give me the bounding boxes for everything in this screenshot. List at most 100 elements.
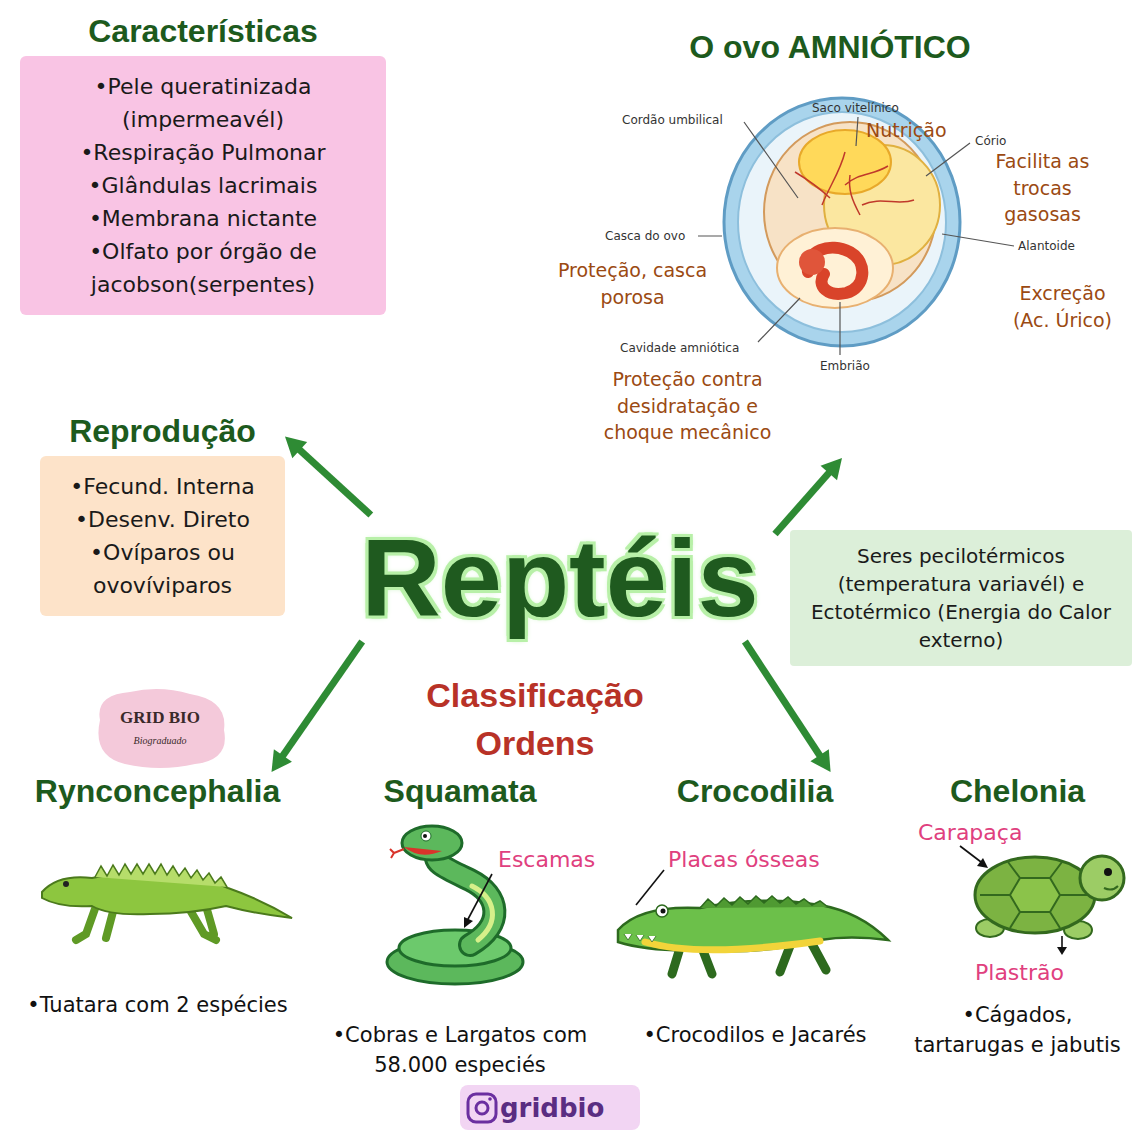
- thermoregulation-box: Seres pecilotérmicos (temperatura variav…: [790, 530, 1132, 666]
- order-heading: Rynconcephalia: [15, 772, 300, 810]
- annotation-label: Cavidade amniótica: [620, 340, 739, 357]
- turtle-figure: [980, 862, 1093, 928]
- amniotic-egg: [738, 112, 946, 332]
- pointer-arrows: [464, 917, 473, 928]
- annotation-label: Carapaça: [918, 818, 1022, 849]
- crocodile-figure: [645, 941, 820, 950]
- snake-figure: [423, 834, 427, 838]
- annotation-label: Biograduado: [100, 734, 220, 748]
- order-node: Crocodilia •Crocodilos e Jacarés: [615, 772, 895, 1051]
- crocodile-figure: [618, 901, 888, 952]
- annotation-label: Classificação Ordens: [395, 672, 675, 767]
- pointer-arrows: [464, 846, 1067, 955]
- annotation-label: Proteção, casca porosa: [535, 257, 730, 310]
- order-description: •Crocodilos e Jacarés: [615, 1021, 895, 1050]
- connector-line: [298, 449, 371, 515]
- crocodile-figure: [624, 934, 656, 942]
- annotation-label: Cordão umbilical: [622, 112, 723, 129]
- connector-arrow: [285, 437, 371, 515]
- logo-badge: [98, 689, 224, 768]
- order-node: Rynconcephalia •Tuatara com 2 espécies: [15, 772, 300, 1021]
- tuatara-figure: [63, 881, 69, 887]
- box-heading: Características: [20, 12, 386, 50]
- turtle-figure: [1080, 856, 1124, 900]
- order-description: •Cágados, tartarugas e jabutis: [905, 1001, 1130, 1060]
- content-box: •Pele queratinizada (impermeavél)•Respir…: [20, 56, 386, 315]
- order-description: •Tuatara com 2 espécies: [15, 991, 300, 1020]
- annotation-label: gridbio: [500, 1090, 604, 1126]
- order-heading: Crocodilia: [615, 772, 895, 810]
- order-description: •Cobras e Largatos com 58.000 especiés: [310, 1021, 610, 1080]
- instagram-badge: [488, 1097, 492, 1101]
- annotation-label: Placas ósseas: [668, 845, 820, 876]
- central-title: Reptéis: [345, 515, 775, 642]
- annotation-label: Plastrão: [975, 958, 1064, 989]
- connector-line: [282, 642, 362, 758]
- arrow-head: [285, 437, 307, 459]
- pointer-arrows: [960, 846, 981, 862]
- turtle-figure: [975, 857, 1095, 933]
- annotation-label: Casca do ovo: [605, 228, 685, 245]
- arrow-head: [810, 749, 830, 772]
- bullet-item: •Ovíparos ou ovovíviparos: [52, 536, 273, 602]
- bullet-item: •Fecund. Interna: [52, 470, 273, 503]
- amniotic-egg: [777, 228, 893, 308]
- bullet-item: •Membrana nictante: [32, 202, 374, 235]
- box-text: Seres pecilotérmicos (temperatura variav…: [800, 542, 1122, 654]
- egg-leader-lines: [698, 117, 1014, 355]
- connector-line: [775, 472, 830, 534]
- connector-arrow: [775, 458, 842, 534]
- snake-figure: [404, 847, 442, 855]
- crocodile-figure: [661, 909, 666, 914]
- bullet-item: •Respiração Pulmonar: [32, 136, 374, 169]
- instagram-badge: [460, 1085, 640, 1130]
- arrow-head: [272, 749, 292, 772]
- snake-figure: [472, 886, 492, 940]
- annotation-label: Escamas: [498, 845, 595, 876]
- arrow-head: [821, 458, 842, 480]
- order-heading: Chelonia: [905, 772, 1130, 810]
- egg-leader-lines: [698, 117, 1014, 355]
- order-heading: Squamata: [310, 772, 610, 810]
- annotation-label: Saco vitelínico: [812, 100, 899, 117]
- characteristics-box: Características •Pele queratinizada (impe…: [20, 12, 386, 315]
- snake-figure: [402, 826, 462, 860]
- snake-figure: [421, 831, 431, 841]
- reproduction-box: Reprodução •Fecund. Interna•Desenv. Diret…: [40, 412, 285, 616]
- panel-heading: O ovo AMNIÓTICO: [530, 28, 1130, 66]
- annotation-label: Nutrição: [866, 117, 947, 144]
- amniotic-egg: [724, 98, 960, 346]
- annotation-label: Alantoide: [1018, 238, 1075, 255]
- crocodile-figure: [656, 905, 668, 917]
- crocodile-figure: [700, 896, 828, 908]
- pointer-arrows: [977, 858, 988, 868]
- instagram-badge: [476, 1102, 488, 1114]
- turtle-figure: [1104, 868, 1112, 876]
- pointer-arrows: [467, 874, 492, 921]
- pointer-arrows: [1057, 947, 1067, 955]
- instagram-badge: [460, 1085, 640, 1130]
- content-box: •Fecund. Interna•Desenv. Direto•Ovíparos…: [40, 456, 285, 616]
- annotation-label: Cório: [975, 133, 1006, 150]
- order-node: Chelonia •Cágados, tartarugas e jabutis: [905, 772, 1130, 1060]
- snake-figure: [436, 852, 495, 945]
- crocodile-figure: [618, 896, 888, 974]
- tuatara-figure: [42, 864, 292, 940]
- central-topic: Reptéis: [345, 515, 775, 642]
- pointer-arrows: [636, 870, 664, 905]
- box-heading: Reprodução: [40, 412, 285, 450]
- amniotic-egg: [724, 98, 960, 346]
- amniotic-egg: [795, 152, 914, 215]
- bullet-item: •Olfato por órgão de jacobson(serpentes): [32, 235, 374, 301]
- connector-arrow: [272, 642, 363, 773]
- snake-figure: [436, 852, 495, 945]
- tuatara-figure: [95, 864, 227, 887]
- turtle-figure: [1104, 886, 1118, 890]
- turtle-figure: [975, 856, 1124, 939]
- annotation-label: Facilita as trocas gasosas: [975, 148, 1110, 228]
- logo-badge: [98, 689, 224, 768]
- annotation-label: Excreção (Ac. Úrico): [1000, 280, 1125, 333]
- bullet-item: •Pele queratinizada (impermeavél): [32, 70, 374, 136]
